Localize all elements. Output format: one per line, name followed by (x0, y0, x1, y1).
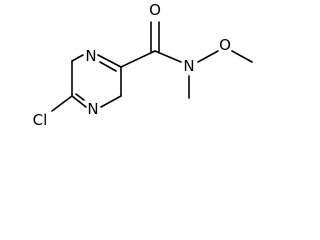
substituent-bonds (51, 21, 253, 112)
molecule-structure: N N Cl O N O (33, 1, 253, 129)
atom-label-chloro: Cl (33, 111, 48, 129)
atom-labels: N N Cl O N O (33, 1, 231, 129)
atom-label-ring-n-top: N (85, 47, 96, 65)
atom-label-methoxy-o: O (219, 36, 231, 54)
bond-n-o (197, 50, 219, 63)
bond-n1-c2-inner (99, 61, 117, 72)
bond-c2-carbonyl (120, 50, 156, 68)
bond-n1-c2 (97, 54, 122, 68)
atom-label-carbonyl-o: O (149, 1, 161, 19)
bond-n4-c5 (71, 95, 87, 108)
atom-label-ring-n-bottom: N (87, 100, 98, 118)
bond-o-methyl (231, 50, 253, 63)
bond-c6-n1 (71, 54, 84, 62)
bond-c5-cl (51, 95, 73, 112)
bond-carbonyl-n (154, 50, 182, 63)
pyrazine-ring (71, 54, 122, 108)
atom-label-amide-n: N (183, 57, 194, 75)
bond-c3-n4 (100, 95, 122, 108)
bond-n4-c5-inner (75, 93, 85, 101)
